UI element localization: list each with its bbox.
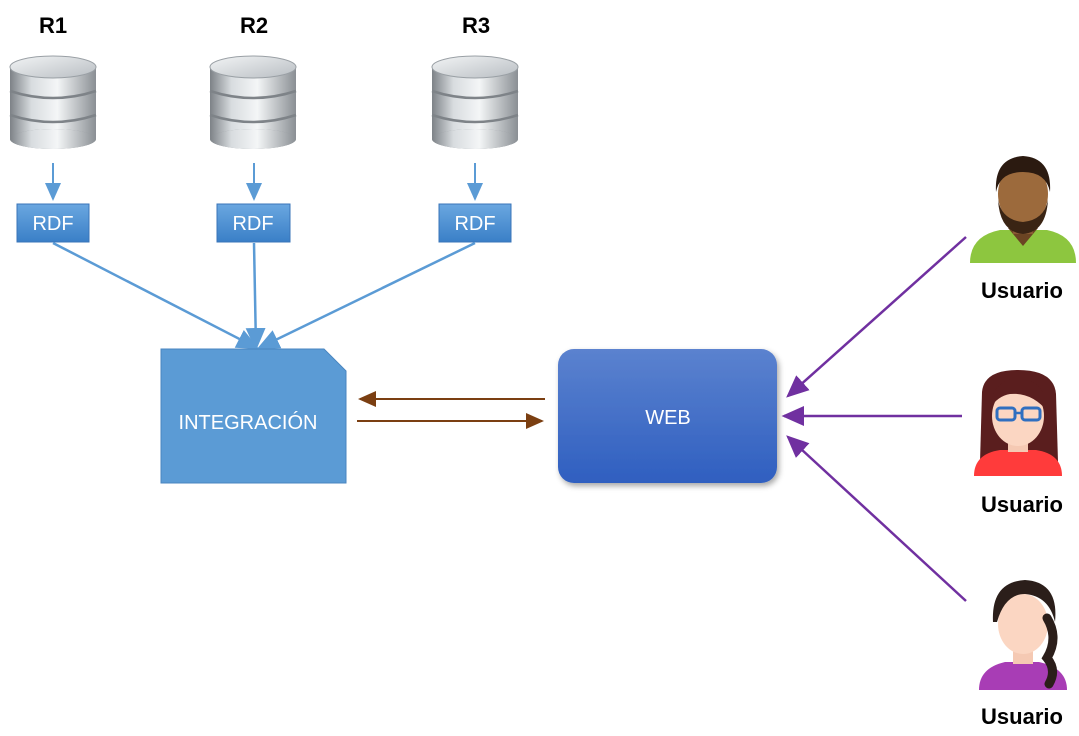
repository-label: R2 — [240, 13, 268, 38]
repository-label: R1 — [39, 13, 67, 38]
rdf-box: RDF — [438, 203, 512, 243]
rdf-label: RDF — [32, 213, 73, 235]
user-avatar-woman-glasses-icon — [974, 370, 1062, 476]
integration-label: INTEGRACIÓN — [179, 411, 318, 434]
user-label: Usuario — [981, 278, 1063, 303]
arrow-user1-to-web — [786, 236, 967, 398]
user-label: Usuario — [981, 492, 1063, 517]
user-label: Usuario — [981, 704, 1063, 729]
user-avatar-man-icon — [970, 156, 1076, 263]
web-node: WEB — [558, 349, 777, 483]
web-label: WEB — [645, 407, 691, 429]
database-icon — [430, 54, 520, 151]
arrow-rdf3-to-integration — [256, 241, 476, 350]
user-avatar-woman-braid-icon — [979, 580, 1067, 690]
repository-label: R3 — [462, 13, 490, 38]
arrow-rdf2-to-integration — [245, 242, 266, 351]
database-icon — [8, 54, 98, 151]
arrow-user3-to-web — [786, 435, 967, 602]
database-icon — [208, 54, 298, 151]
rdf-label: RDF — [454, 213, 495, 235]
rdf-box: RDF — [16, 203, 90, 243]
repository-r3: R3 — [430, 13, 520, 151]
rdf-box: RDF — [216, 203, 291, 243]
arrow-rdf1-to-integration — [52, 241, 260, 350]
integration-node: INTEGRACIÓN — [160, 348, 347, 484]
repository-r2: R2 — [208, 13, 298, 151]
repository-r1: R1 — [8, 13, 98, 151]
rdf-label: RDF — [232, 213, 273, 235]
